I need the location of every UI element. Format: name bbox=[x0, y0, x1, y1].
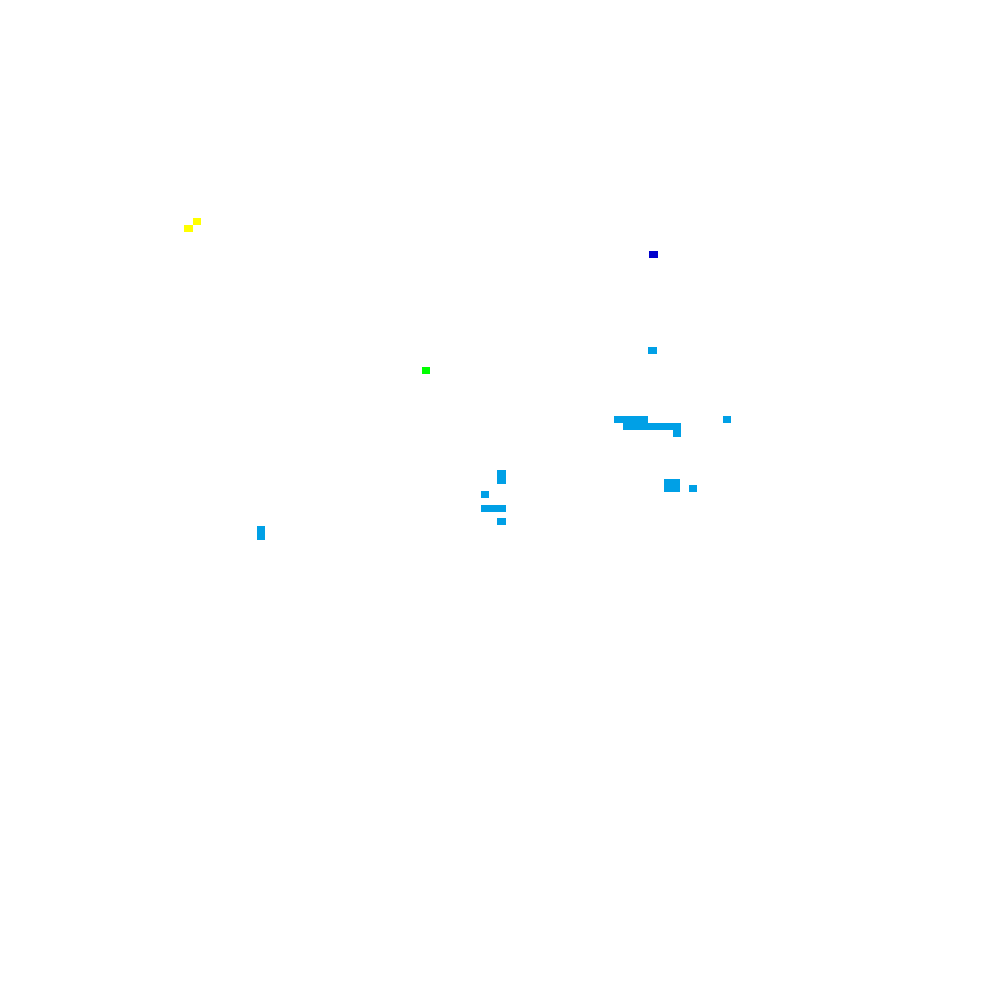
blue-block-f bbox=[497, 518, 506, 525]
blue-block-h bbox=[664, 485, 680, 492]
blue-speck-g bbox=[257, 526, 265, 540]
blue-speck-right bbox=[723, 416, 731, 423]
blue-dash-d bbox=[481, 491, 489, 498]
blue-speck-c bbox=[689, 485, 697, 492]
yellow-speck-upper bbox=[193, 218, 201, 225]
blue-block-a bbox=[497, 470, 506, 484]
blue-speck-top bbox=[648, 347, 657, 354]
blue-bar-short bbox=[614, 416, 648, 423]
blue-speck-e bbox=[481, 505, 506, 512]
blue-bar-tail bbox=[673, 430, 681, 437]
green-speck bbox=[422, 367, 430, 374]
blue-bar-long bbox=[623, 423, 681, 430]
yellow-speck-lower bbox=[184, 225, 193, 232]
dark-blue-speck bbox=[649, 251, 658, 258]
